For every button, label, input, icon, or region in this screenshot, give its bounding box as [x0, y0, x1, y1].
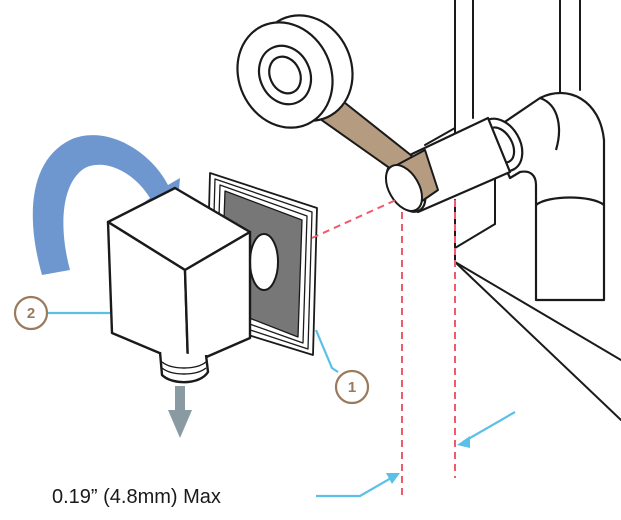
gap-dimension-label: 0.19” (4.8mm) Max: [52, 486, 221, 508]
outlet-elbow-body: [106, 186, 252, 384]
callout-2-label: 2: [27, 305, 35, 322]
callout-1: 1: [334, 369, 370, 405]
clockwise-curved-arrow-icon: [32, 135, 180, 275]
callout-2: 2: [13, 295, 49, 331]
alignment-guides: [311, 199, 456, 500]
down-arrow-icon: [168, 386, 192, 438]
leader-lines: [47, 311, 516, 498]
tape-roll: [236, 14, 354, 129]
callout-1-label: 1: [348, 379, 356, 396]
leader-arrowheads: [386, 436, 470, 484]
